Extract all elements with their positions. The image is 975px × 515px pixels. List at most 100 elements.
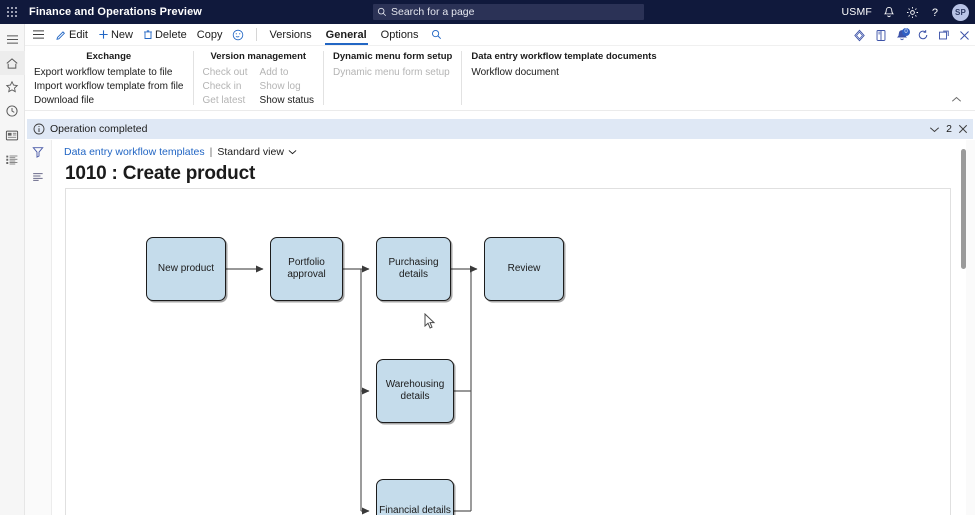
sidebar-item-workspaces[interactable] (0, 123, 25, 147)
ribbon-group-title: Exchange (86, 51, 132, 62)
delete-button[interactable]: Delete (138, 24, 192, 46)
workflow-node-label: Financial details (379, 505, 451, 515)
ribbon-link-add-to: Add to (259, 67, 289, 78)
edit-button[interactable]: Edit (51, 24, 93, 46)
workflow-node-portfolio-approval[interactable]: Portfolio approval (270, 237, 343, 301)
ribbon-link-import-workflow-template-from-file[interactable]: Import workflow template from file (34, 81, 184, 92)
info-icon (33, 123, 45, 135)
message-count: 2 (946, 123, 952, 135)
sidebar-item-modules[interactable] (0, 147, 25, 171)
ribbon-link-export-workflow-template-to-file[interactable]: Export workflow template to file (34, 67, 173, 78)
page-title: 1010 : Create product (65, 163, 256, 184)
vertical-scrollbar[interactable] (961, 147, 966, 498)
ribbon-link-check-out: Check out (202, 67, 248, 78)
ribbon-group-title: Dynamic menu form setup (333, 51, 453, 62)
funnel-icon[interactable] (28, 144, 48, 160)
refresh-icon[interactable] (917, 29, 929, 41)
breadcrumb: Data entry workflow templates | Standard… (52, 140, 975, 158)
bell-icon[interactable] (883, 6, 895, 19)
close-icon[interactable] (959, 30, 970, 41)
ribbon-group-exchange: Exchange Export workflow template to fil… (25, 51, 193, 106)
pencil-icon (56, 29, 67, 40)
app-launcher-icon[interactable] (0, 0, 24, 24)
copy-label: Copy (196, 28, 223, 41)
smiley-icon (232, 29, 244, 41)
tab-versions-label: Versions (269, 28, 312, 41)
tab-options[interactable]: Options (374, 24, 426, 46)
workflow-node-new-product[interactable]: New product (146, 237, 226, 301)
popout-icon[interactable] (938, 29, 950, 41)
smiley-button[interactable] (227, 24, 251, 46)
sidebar-item-recent[interactable] (0, 99, 25, 123)
search-icon (377, 7, 387, 17)
action-pane: Exchange Export workflow template to fil… (25, 46, 975, 110)
attachments-icon[interactable] (875, 29, 887, 42)
new-button[interactable]: New (93, 24, 138, 46)
workflow-node-purchasing-details[interactable]: Purchasing details (376, 237, 451, 301)
question-mark-icon[interactable]: ? (930, 6, 941, 19)
breadcrumb-separator: | (209, 146, 213, 158)
top-navigation-bar: Finance and Operations Preview Search fo… (0, 0, 975, 24)
message-bar: Operation completed 2 (27, 119, 973, 139)
sidebar-item-hamburger-menu[interactable] (0, 27, 25, 51)
chevron-down-icon[interactable] (929, 126, 940, 133)
avatar[interactable]: SP (952, 3, 969, 21)
ribbon-group-title: Data entry workflow template documents (471, 51, 657, 62)
ribbon-link-dynamic-menu-form-setup: Dynamic menu form setup (333, 67, 450, 78)
ribbon-link-download-file[interactable]: Download file (34, 95, 95, 106)
edit-label: Edit (69, 28, 88, 41)
copy-button[interactable]: Copy (192, 24, 228, 46)
ribbon-link-get-latest: Get latest (202, 95, 246, 106)
workflow-node-warehousing-details[interactable]: Warehousing details (376, 359, 454, 423)
command-bar-right-icons: 0 (853, 24, 970, 46)
tab-general[interactable]: General (319, 24, 374, 46)
page-menu-icon[interactable] (25, 24, 51, 46)
ribbon-group-data-entry-workflow-template-documents: Data entry workflow template documents W… (461, 51, 665, 105)
ribbon-link-show-status[interactable]: Show status (259, 95, 315, 106)
app-title: Finance and Operations Preview (29, 6, 202, 18)
view-selector[interactable]: Standard view (217, 146, 297, 158)
left-navigation-rail (0, 24, 25, 515)
tab-general-label: General (325, 28, 367, 41)
relationships-icon[interactable] (853, 29, 866, 42)
search-placeholder: Search for a page (391, 6, 475, 18)
workflow-node-label: Purchasing details (388, 257, 439, 280)
right-gutter (966, 140, 975, 515)
command-search-button[interactable] (426, 24, 449, 46)
workflow-node-review[interactable]: Review (484, 237, 564, 301)
gear-icon[interactable] (906, 6, 919, 19)
company-selector[interactable]: USMF (841, 6, 872, 18)
workflow-node-label: Warehousing details (385, 379, 445, 402)
delete-label: Delete (154, 28, 187, 41)
notifications-icon[interactable]: 0 (896, 27, 910, 42)
ribbon-link-check-in: Check in (202, 81, 242, 92)
breadcrumb-link[interactable]: Data entry workflow templates (64, 146, 205, 158)
trash-icon (143, 29, 153, 40)
command-divider (256, 28, 258, 41)
list-lines-icon[interactable] (28, 169, 48, 185)
search-input[interactable]: Search for a page (373, 4, 644, 20)
new-label: New (110, 28, 133, 41)
tab-options-label: Options (380, 28, 419, 41)
ribbon-group-dynamic-menu-form-setup: Dynamic menu form setup Dynamic menu for… (323, 51, 461, 105)
scrollbar-thumb[interactable] (961, 149, 966, 269)
ribbon-link-workflow-document[interactable]: Workflow document (471, 67, 559, 78)
message-bar-text: Operation completed (50, 123, 148, 135)
workflow-node-label: Review (507, 263, 541, 274)
view-selector-label: Standard view (217, 146, 284, 158)
page-side-rail (25, 140, 52, 515)
sidebar-item-home[interactable] (0, 51, 25, 75)
workflow-canvas[interactable]: New product Portfolio approval Purchasin… (65, 188, 951, 515)
chevron-up-icon[interactable] (946, 92, 966, 106)
message-bar-actions: 2 (929, 123, 968, 135)
ribbon-group-version-management: Version management Check out Check in Ge… (192, 51, 324, 106)
sidebar-item-favorites[interactable] (0, 75, 25, 99)
workflow-node-financial-details[interactable]: Financial details (376, 479, 454, 515)
workflow-node-label: New product (157, 263, 215, 274)
workflow-node-label: Portfolio approval (287, 257, 326, 280)
notification-badge: 0 (902, 27, 910, 36)
top-right-actions: USMF ? SP (841, 0, 969, 24)
close-icon[interactable] (958, 124, 968, 134)
ribbon-group-title: Version management (210, 51, 307, 62)
tab-versions[interactable]: Versions (262, 24, 318, 46)
